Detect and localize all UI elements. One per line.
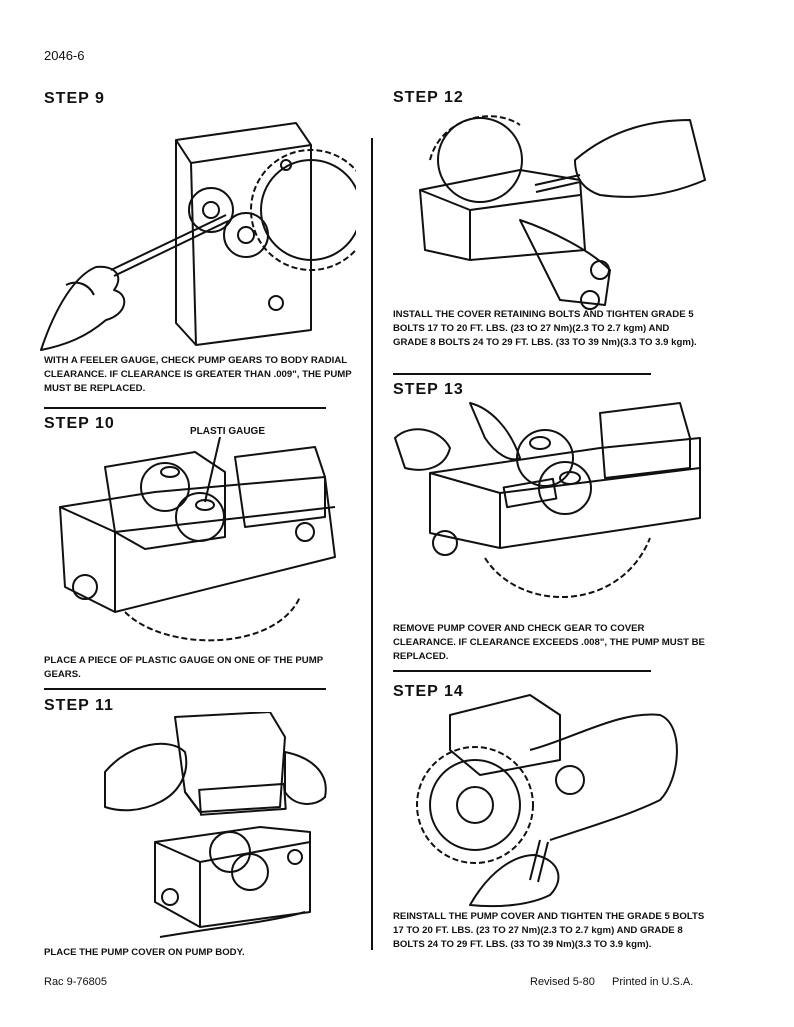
step-12-rule <box>393 373 651 375</box>
step-12-heading: STEP 12 <box>393 89 464 106</box>
cover-bolt-installation-drawing <box>419 115 706 310</box>
step-12-caption: INSTALL THE COVER RETAINING BOLTS AND TI… <box>393 309 697 348</box>
step-11-illustration <box>100 712 350 942</box>
step-13-rule <box>393 670 651 672</box>
page-number: 2046-6 <box>44 48 85 63</box>
step-11-heading: STEP 11 <box>44 697 114 714</box>
step-10-caption: PLACE A PIECE OF PLASTIC GAUGE ON ONE OF… <box>44 655 323 680</box>
step-14-caption: REINSTALL THE PUMP COVER AND TIGHTEN THE… <box>393 911 705 950</box>
footer-reference: Rac 9-76805 <box>44 976 107 988</box>
step-9-rule <box>44 407 326 409</box>
plasti-gauge-callout: PLASTI GAUGE <box>190 426 266 437</box>
step-12-illustration <box>410 100 710 310</box>
column-divider <box>371 138 373 950</box>
step-14-illustration <box>410 690 710 908</box>
cover-reinstall-torque-drawing <box>416 694 678 908</box>
step-13-heading: STEP 13 <box>393 381 464 398</box>
step-9-illustration <box>36 105 356 355</box>
gear-cover-clearance-drawing <box>394 402 701 598</box>
step-10-illustration <box>55 437 345 649</box>
pump-body-plastigauge-drawing <box>59 437 336 642</box>
footer-printed: Printed in U.S.A. <box>612 976 694 988</box>
step-9-heading: STEP 9 <box>44 90 105 107</box>
oil-pump-feeler-gauge-drawing <box>40 122 356 351</box>
footer-revised: Revised 5-80 <box>530 976 595 988</box>
step-10-heading: STEP 10 <box>44 415 115 432</box>
step-13-illustration <box>390 398 710 620</box>
pump-cover-placement-drawing <box>104 712 327 938</box>
step-13-caption: REMOVE PUMP COVER AND CHECK GEAR TO COVE… <box>393 623 705 662</box>
step-9-caption: WITH A FEELER GAUGE, CHECK PUMP GEARS TO… <box>44 355 352 394</box>
step-14-heading: STEP 14 <box>393 683 464 700</box>
step-11-caption: PLACE THE PUMP COVER ON PUMP BODY. <box>44 947 245 958</box>
step-10-rule <box>44 688 326 690</box>
